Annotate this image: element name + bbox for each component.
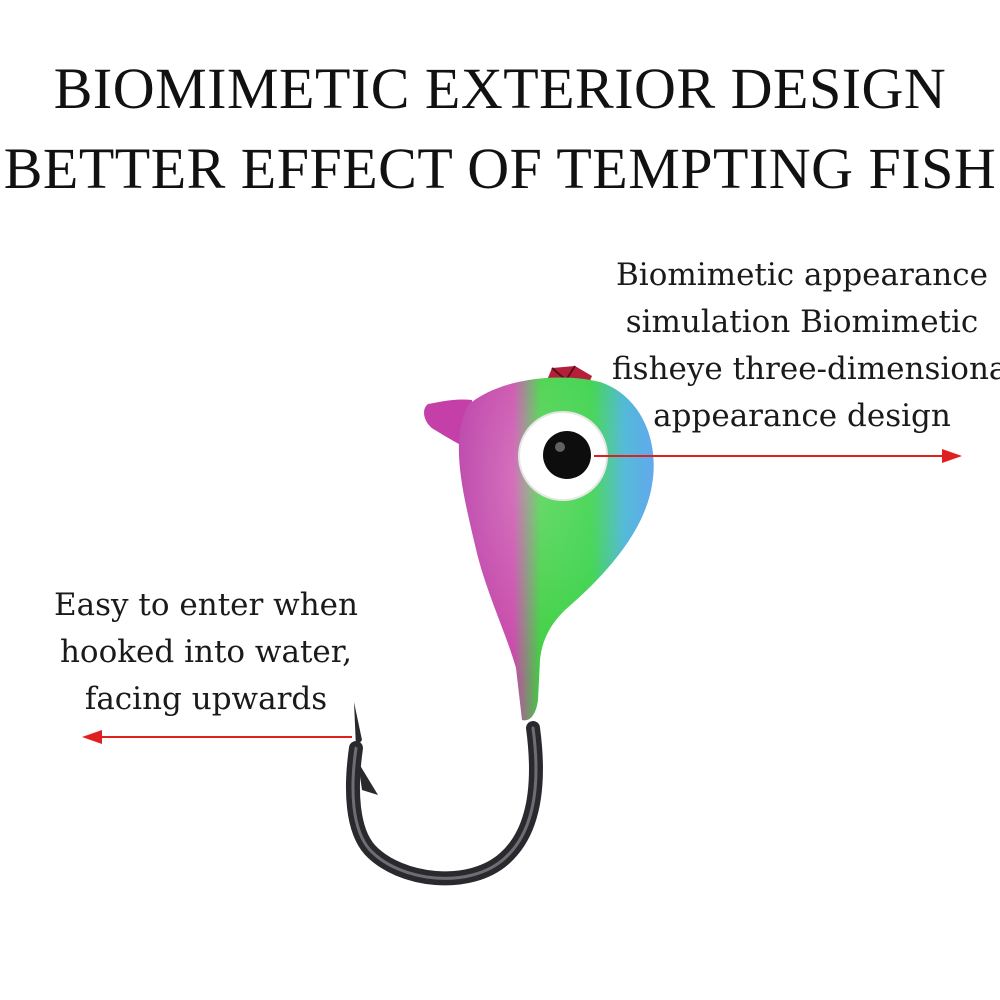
hook-callout-text: Easy to enter when hooked into water, fa… xyxy=(22,582,390,723)
headline-line-2: BETTER EFFECT OF TEMPTING FISH xyxy=(3,136,997,201)
hook-callout-line: Easy to enter when xyxy=(54,587,358,623)
hook-callout-line: hooked into water, xyxy=(59,634,353,670)
eye-callout-line: simulation Biomimetic xyxy=(625,304,979,340)
hook-callout-line: facing upwards xyxy=(84,681,328,717)
eye-callout-text: Biomimetic appearance simulation Biomime… xyxy=(612,252,1000,440)
eye-callout-line: fisheye three-dimensional xyxy=(612,351,1000,387)
hook xyxy=(346,702,543,886)
hook-callout-arrow xyxy=(82,730,352,744)
eye-callout-arrow xyxy=(594,449,962,463)
headline-line-1: BIOMIMETIC EXTERIOR DESIGN xyxy=(53,56,947,121)
eye-callout-line: appearance design xyxy=(653,398,951,434)
eye-callout-line: Biomimetic appearance xyxy=(616,257,988,293)
fisheye-icon xyxy=(518,411,608,501)
